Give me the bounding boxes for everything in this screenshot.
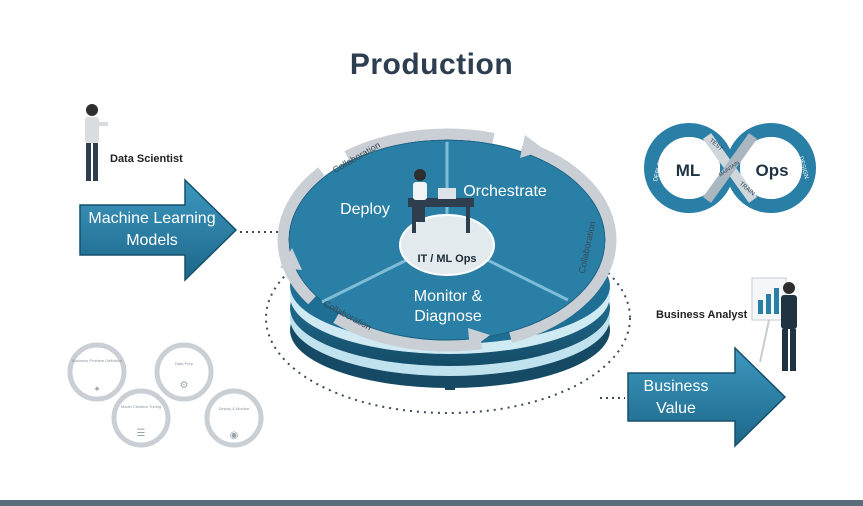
business-value-line1: Business xyxy=(644,378,709,395)
cycle-icon-a: ✦ xyxy=(93,384,101,394)
cycle-icon-b: ⚙ xyxy=(180,380,189,391)
mlops-infinity-logo xyxy=(644,123,816,213)
monitor-line1: Monitor & xyxy=(414,288,483,305)
lifecycle-cycle: ✦ ⚙ ☰ ◉ xyxy=(67,342,264,448)
ml-models-arrow xyxy=(79,178,238,282)
ml-models-line1: Machine Learning xyxy=(88,210,215,227)
production-platform xyxy=(265,128,631,414)
deploy-label: Deploy xyxy=(340,201,390,218)
hub-label: IT / ML Ops xyxy=(417,253,476,265)
business-value-line2: Value xyxy=(656,400,696,417)
cycle-icon-d: ◉ xyxy=(230,430,239,441)
page-title: Production xyxy=(349,48,514,81)
business-analyst-figure xyxy=(781,282,797,371)
presentation-board xyxy=(751,277,787,363)
ops-text: Ops xyxy=(755,161,788,180)
data-scientist-figure xyxy=(85,104,108,181)
ml-models-line2: Models xyxy=(126,232,178,249)
business-value-arrow xyxy=(627,346,787,448)
mlops-design-word: DESIGN xyxy=(797,156,809,180)
cycle-step-a: Business Problem Definition xyxy=(72,358,122,363)
ml-text: ML xyxy=(676,161,701,180)
orchestrate-label: Orchestrate xyxy=(463,183,547,200)
bottom-divider xyxy=(0,500,863,506)
business-analyst-label: Business Analyst xyxy=(656,309,748,321)
it-operator-figure xyxy=(408,169,474,233)
cycle-step-b: Data Prep xyxy=(175,361,194,366)
cycle-step-c: Model Creation Tuning xyxy=(121,404,161,409)
cycle-icon-c: ☰ xyxy=(137,428,146,439)
cycle-step-d: Deploy & Monitor xyxy=(219,406,250,411)
monitor-line2: Diagnose xyxy=(414,308,482,325)
data-scientist-label: Data Scientist xyxy=(110,153,183,165)
